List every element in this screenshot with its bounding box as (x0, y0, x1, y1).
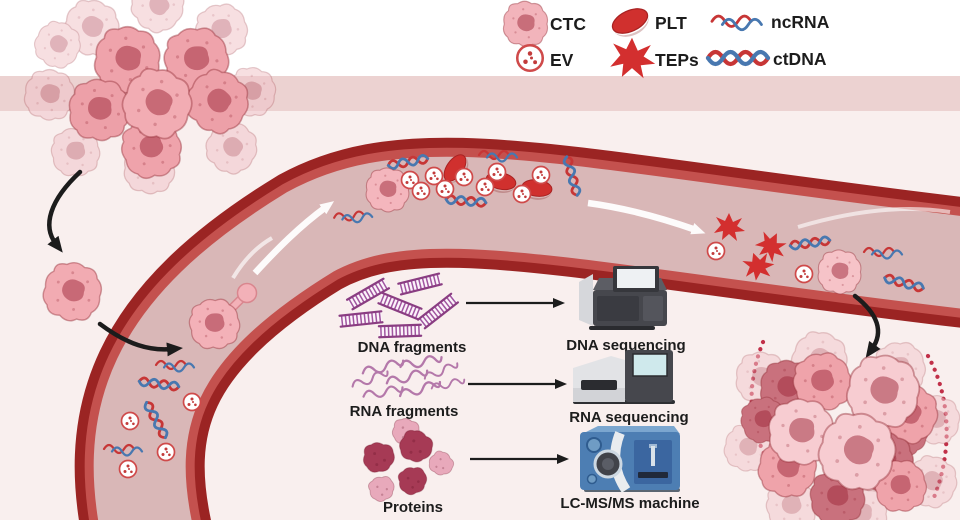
ev-icon (794, 264, 814, 284)
ev-icon (706, 241, 726, 261)
proteins-label: Proteins (383, 499, 443, 516)
legend-label-ctdna: ctDNA (773, 49, 827, 69)
legend-label-plt: PLT (655, 13, 687, 33)
dna-fragments-label: DNA fragments (358, 339, 467, 356)
primary-tumor (22, 0, 280, 195)
ctc-cell (817, 249, 862, 295)
capillary-string (925, 353, 949, 505)
legend-item-ctdna: ctDNA (708, 49, 827, 69)
flow-streak-left (231, 236, 274, 280)
dna-sequencing-label: DNA sequencing (566, 337, 685, 354)
workflow-panel: DNA fragments DNA sequencing RNA fragmen… (338, 266, 700, 516)
flow-arrow-up-left (252, 201, 335, 276)
ev-icon (120, 411, 140, 431)
ev-icon (531, 165, 551, 185)
legend: CTC PLT ncRNA EV TEPs ctDNA (502, 0, 830, 79)
tumor-escape-arrow (47, 169, 83, 253)
legend-item-plt: PLT (608, 3, 687, 43)
ev-icon (182, 392, 202, 412)
lc-ms-machine-label: LC-MS/MS machine (560, 495, 699, 512)
intravasating-ctc (183, 282, 258, 356)
ev-icon (156, 442, 176, 462)
flow-streak-right (797, 206, 951, 229)
ev-vesicle-icon (515, 43, 545, 73)
legend-label-ctc: CTC (550, 14, 586, 34)
legend-item-ctc: CTC (502, 0, 586, 48)
legend-label-teps: TEPs (655, 50, 699, 70)
intravasation-arrow (97, 321, 183, 357)
ctc-cell-icon (502, 0, 549, 48)
dna-fragment (377, 323, 423, 339)
legend-label-ev: EV (550, 50, 574, 70)
vessel-contents (102, 149, 926, 479)
legend-item-ncrna: ncRNA (710, 12, 830, 32)
ev-icon (411, 181, 431, 201)
blood-flow-arrows (231, 199, 951, 280)
rna-sequencer-icon (573, 350, 675, 404)
rna-fragments-label: RNA fragments (350, 403, 459, 420)
process-arrows (47, 169, 881, 358)
legend-item-teps: TEPs (610, 37, 699, 79)
metastatic-tumor (720, 323, 960, 520)
ev-icon (454, 167, 474, 187)
ev-icon (118, 459, 138, 479)
ev-icon (512, 184, 532, 204)
ev-icon (475, 177, 495, 197)
legend-item-ev: EV (515, 43, 574, 73)
ev-icon (435, 179, 455, 199)
dna-sequencer-icon (579, 266, 667, 330)
legend-label-ncrna: ncRNA (771, 12, 830, 32)
rna-sequencing-label: RNA sequencing (569, 409, 688, 426)
extravasation-arrow (852, 293, 881, 358)
lc-ms-machine-icon (580, 426, 680, 493)
ev-icon (487, 162, 507, 182)
flow-arrow-right (587, 199, 706, 235)
